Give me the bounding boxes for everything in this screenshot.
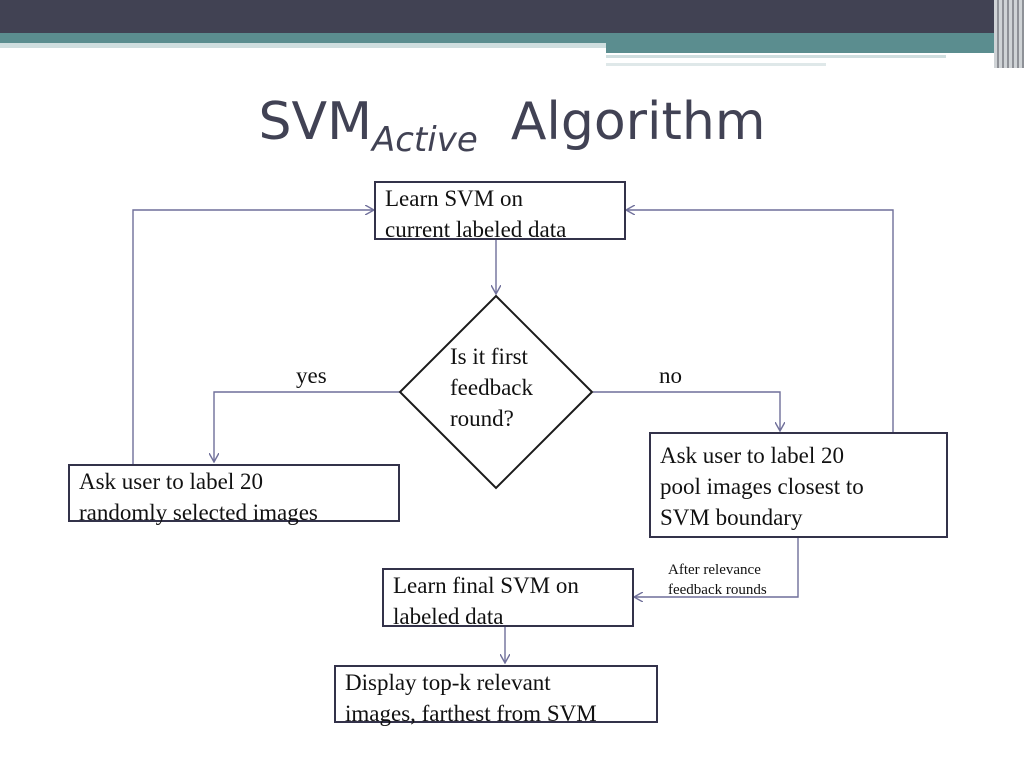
decision-text: Is it first feedback round? [450,341,533,434]
learn-svm-box: Learn SVM on current labeled data [374,181,626,242]
random-label-line2: randomly selected images [79,500,318,525]
random-label-line1: Ask user to label 20 [79,469,263,494]
header-dark-band [0,0,1024,33]
final-svm-line1: Learn final SVM on [393,573,579,598]
arrow-right-loop [627,210,894,432]
display-box: Display top-k relevant images, farthest … [334,665,658,726]
header-light-band [0,43,606,48]
header-teal-band [0,33,1024,43]
arrow-left-loop [132,210,373,465]
title-main: SVM [258,92,372,152]
pool-label-line2: pool images closest to [660,474,864,499]
header-accent-line [606,55,946,58]
title-rest: Algorithm [510,92,766,152]
after-feedback-label: After relevance feedback rounds [668,560,767,600]
decision-line3: round? [450,406,514,431]
slide-title: SVMActive Algorithm [0,96,1024,157]
decision-line1: Is it first [450,344,528,369]
arrow-after-feedback [635,538,799,597]
decision-line2: feedback [450,375,533,400]
pool-label-box: Ask user to label 20 pool images closest… [649,432,948,538]
display-line1: Display top-k relevant [345,670,551,695]
after-feedback-line2: feedback rounds [668,582,767,598]
title-subscript: Active [371,120,478,160]
arrow-no-branch [593,391,780,430]
header-accent-line-2 [606,63,826,66]
pool-label-line3: SVM boundary [660,505,803,530]
random-label-box: Ask user to label 20 randomly selected i… [68,464,400,525]
pool-label-line1: Ask user to label 20 [660,443,844,468]
yes-label: yes [296,363,327,388]
no-label: no [659,363,682,388]
arrow-yes-branch [214,391,401,461]
header-right-stripes [994,0,1024,68]
final-svm-line2: labeled data [393,604,504,629]
header-teal-block [606,43,996,53]
learn-svm-line2: current labeled data [385,217,567,242]
after-feedback-line1: After relevance [668,562,761,578]
final-svm-box: Learn final SVM on labeled data [382,568,634,629]
display-line2: images, farthest from SVM [345,701,597,726]
learn-svm-line1: Learn SVM on [385,186,523,211]
decision-diamond [398,294,594,490]
